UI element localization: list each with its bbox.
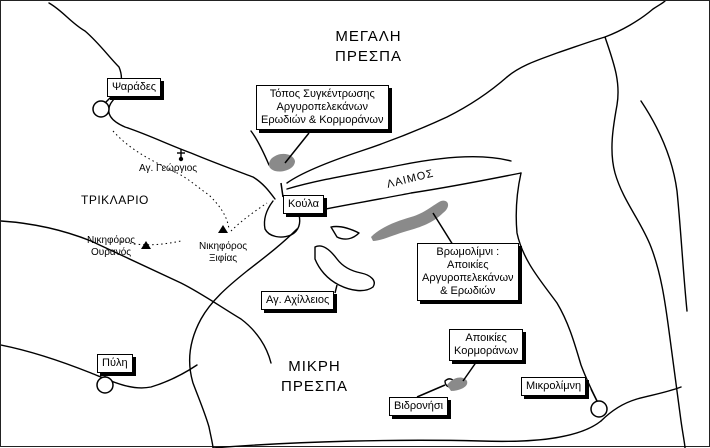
coast-line-west bbox=[1, 344, 198, 389]
east-inner-contour bbox=[640, 100, 688, 312]
gathering-pointer bbox=[284, 132, 310, 164]
megali-west-shore bbox=[48, 2, 276, 200]
laimos-south bbox=[296, 172, 522, 216]
vromolimni-pointer bbox=[432, 212, 454, 246]
mikri-east-shore bbox=[515, 172, 600, 406]
cormorant-zone bbox=[447, 377, 468, 391]
vromolimni-line3: Αργυροπελεκάνων bbox=[422, 272, 514, 284]
megali-prespa-label: ΜΕΓΑΛΗ ΠΡΕΣΠΑ bbox=[335, 27, 402, 67]
megali-line1: ΜΕΓΑΛΗ bbox=[335, 28, 402, 45]
mikri-line2: ΠΡΕΣΠΑ bbox=[281, 378, 348, 395]
gathering-line2: Αργυροπελεκάνων bbox=[276, 101, 369, 113]
psarades-box: Ψαράδες bbox=[107, 78, 162, 97]
gathering-site-callout: Τόπος Συγκέντρωσης Αργυροπελεκάνων Ερωδι… bbox=[256, 85, 389, 130]
mikrolimni-box: Μικρολίμνη bbox=[521, 377, 587, 396]
dotted-trail bbox=[112, 130, 268, 246]
small-island bbox=[330, 225, 360, 240]
mikri-west-shore bbox=[189, 228, 298, 448]
gathering-line1: Τόπος Συγκέντρωσης bbox=[269, 88, 375, 100]
vromolimni-line1: Βρωμολίμνι : bbox=[436, 246, 500, 258]
mikrolimni-pointer bbox=[590, 388, 598, 402]
eastern-contour bbox=[604, 36, 686, 448]
koula-pointer bbox=[280, 182, 284, 198]
pyli-marker bbox=[96, 376, 114, 394]
mikri-line1: ΜΙΚΡΗ bbox=[288, 358, 341, 375]
pyli-box: Πύλη bbox=[97, 354, 133, 373]
psarades-marker bbox=[92, 100, 110, 118]
nikiforos-ouranos-line1: Νικηφόρος bbox=[87, 235, 136, 246]
mikri-south-shore bbox=[212, 420, 602, 448]
mikri-prespa-label: ΜΙΚΡΗ ΠΡΕΣΠΑ bbox=[281, 357, 348, 397]
laimos-north bbox=[286, 155, 512, 190]
nikiforos-xifias-label: Νικηφόρος Ξιφίας bbox=[199, 241, 247, 265]
nikiforos-ouranos-line2: Ουρανός bbox=[91, 247, 132, 258]
nikiforos-ouranos-label: Νικηφόρος Ουρανός bbox=[87, 235, 135, 259]
nikiforos-ouranos-peak-icon bbox=[141, 241, 151, 249]
vromolimni-zone bbox=[371, 200, 449, 241]
mikrolimni-shore bbox=[600, 386, 682, 422]
vidronisi-box: Βιδρονήσι bbox=[389, 397, 449, 416]
church-icon bbox=[177, 149, 185, 162]
ag-georgios-label: Αγ. Γεώργιος bbox=[139, 163, 198, 174]
ag-achilleios-island bbox=[314, 245, 375, 292]
nikiforos-xifias-peak-icon bbox=[218, 225, 228, 233]
ag-achilleios-box: Αγ. Αχίλλειος bbox=[261, 291, 335, 310]
mikrolimni-marker bbox=[590, 400, 608, 418]
triklario-label: ΤΡΙΚΛΑΡΙΟ bbox=[81, 193, 149, 207]
nikiforos-xifias-line2: Ξιφίας bbox=[209, 253, 238, 264]
cormorant-colony-callout: Αποικίες Κορμοράνων bbox=[449, 329, 524, 361]
vromolimni-line4: & Ερωδιών bbox=[440, 285, 496, 297]
vromolimni-line2: Αποικίες bbox=[447, 259, 489, 271]
megali-east-shore bbox=[506, 1, 666, 78]
megali-south-shore bbox=[286, 76, 508, 184]
gathering-line3: Ερωδιών & Κορμοράνων bbox=[261, 114, 384, 126]
megali-line2: ΠΡΕΣΠΑ bbox=[335, 48, 402, 65]
koula-box: Κούλα bbox=[283, 195, 325, 214]
ag-achilleios-pointer bbox=[334, 284, 338, 294]
cormorants-line2: Κορμοράνων bbox=[454, 345, 519, 357]
vidronisi-pointer bbox=[416, 384, 446, 398]
megali-shore-nw bbox=[250, 130, 270, 166]
cormorant-pointer bbox=[462, 360, 478, 382]
western-shore-line bbox=[1, 220, 272, 364]
nikiforos-xifias-line1: Νικηφόρος bbox=[199, 241, 248, 252]
cormorants-line1: Αποικίες bbox=[465, 332, 507, 344]
vromolimni-callout: Βρωμολίμνι : Αποικίες Αργυροπελεκάνων & … bbox=[417, 243, 519, 301]
koula-lagoon bbox=[263, 200, 301, 238]
